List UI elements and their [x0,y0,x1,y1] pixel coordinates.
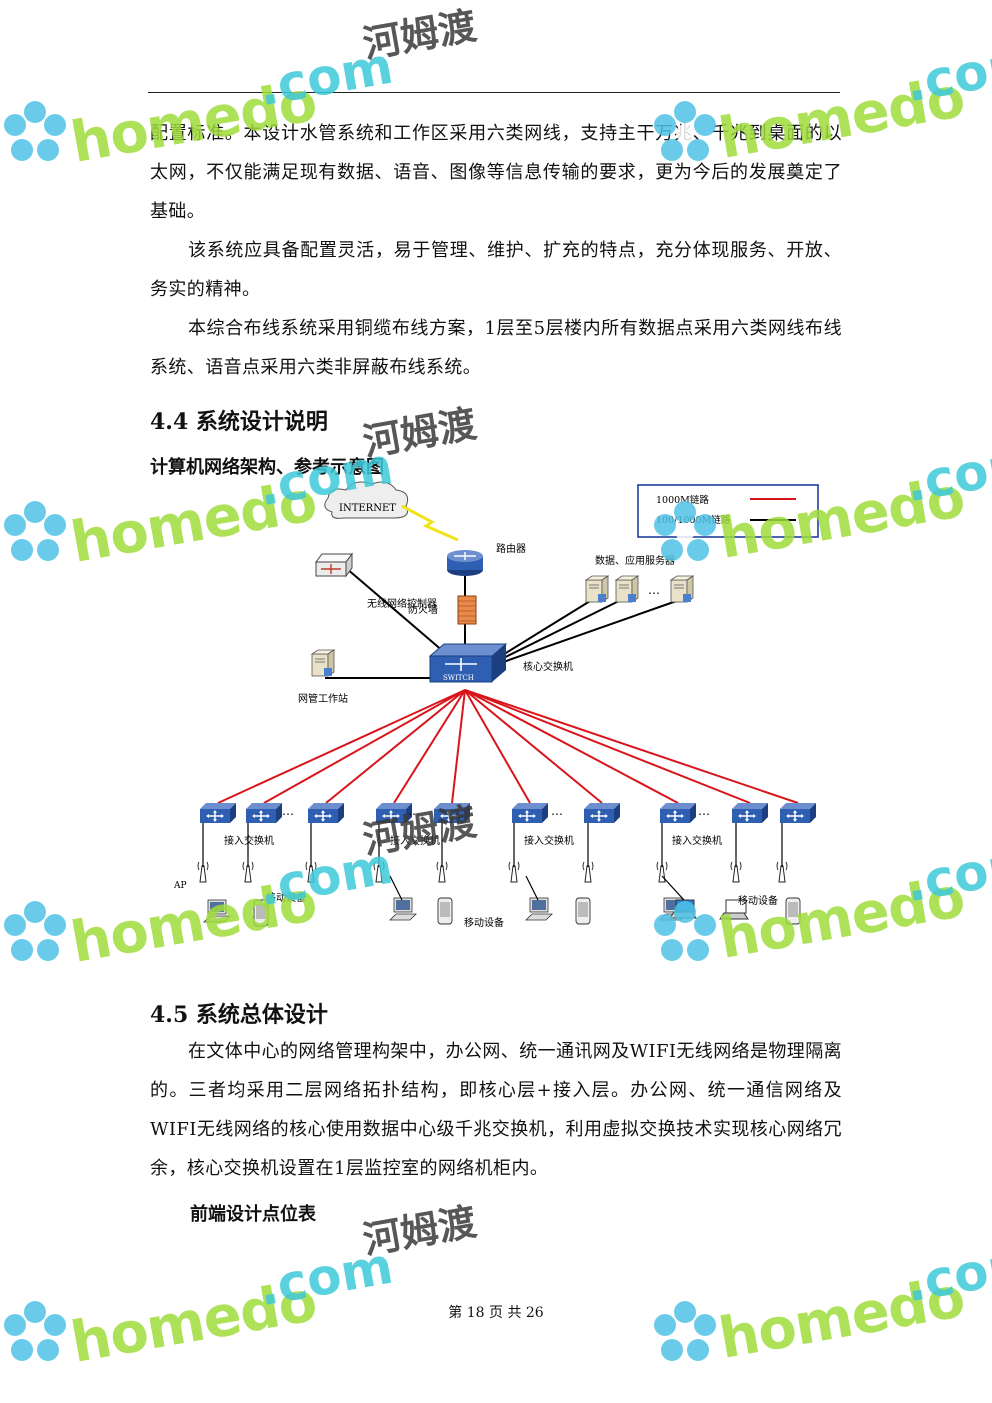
wireless-controller-label: 无线网络控制器 [367,597,437,610]
access-ellipsis-3: … [551,804,563,818]
laptop-base [669,911,697,919]
uplink-1 [217,689,466,804]
access-switch-icon-4 [375,802,413,824]
core-switch-badge: SWITCH [443,674,474,682]
firewall-label: 防火墙 [408,603,438,616]
watermark-domain: .com [253,36,398,118]
servers-label: 数据、应用服务器 [595,554,675,567]
access-ellipsis-1: … [282,804,294,818]
server-icon-3 [670,575,694,603]
mobile-label-2: 移动设备 [464,916,504,929]
access-switch-icon-10 [779,802,817,824]
wireless-controller-side [345,552,353,578]
ap-icon-4 [373,861,385,883]
laptop-icon [675,899,695,913]
watermark-domain: .com [900,32,992,114]
mobile-device-icon-2 [437,897,453,925]
uplink-2 [263,689,466,804]
uplink-3 [325,689,466,804]
uplink-9 [464,689,751,804]
ap-icon-2 [242,861,254,883]
body-paragraph-3: 本综合布线系统采用铜缆布线方案，1层至5层楼内所有数据点采用六类网线布线系统、语… [150,318,842,378]
core-switch-side [492,644,506,682]
uplink-4 [393,689,466,804]
router-arrows [454,552,476,560]
ap-icon-7 [582,861,594,883]
mobile-device-icon-4 [785,897,801,925]
access-switch-icon-7 [583,802,621,824]
body-paragraph-2: 该系统应具备配置灵活，易于管理、维护、扩充的特点，充分体现服务、开放、务实的精神… [150,240,842,300]
page-number: 第 18 页 共 26 [448,1305,544,1321]
pc-icon-2 [389,897,417,921]
watermark-domain: .com [900,432,992,514]
watermark-flower-icon [4,101,66,161]
watermark-cn: 河姆渡 [359,1199,480,1263]
router-label: 路由器 [496,542,526,555]
legend-100m-label: 100/1000M链路 [656,514,731,526]
access-ellipsis-4: … [698,804,710,818]
legend-1000m-label: 1000M链路 [656,494,709,506]
uplink-10 [464,689,799,804]
laptop-base-2 [719,912,749,920]
watermark-flower-icon [4,501,66,561]
internet-label: INTERNET [339,503,396,514]
access-switch-icon-8 [659,802,697,824]
access-ellipsis-2: … [408,804,420,818]
nms-workstation-icon [311,649,335,677]
diagram-caption: 计算机网络架构、参考示意图 [150,457,384,478]
section-45-paragraph: 在文体中心的网络管理构架中，办公网、统一通讯网及WIFI无线网络是物理隔离的。三… [150,1041,843,1179]
access-switch-icon-2 [245,802,283,824]
access-switch-label-4: 接入交换机 [672,834,722,847]
body-paragraph-1: 配置标准。本设计水管系统和工作区采用六类网线，支持主干万兆、千兆到桌面的以太网，… [150,123,842,222]
core-switch-arrows [445,658,477,671]
ap-icon-10 [776,861,788,883]
pc-link-1 [389,875,403,901]
watermark-flower-icon [4,901,66,961]
access-switch-icon-5 [433,802,471,824]
ap-label: AP [173,881,187,891]
server-icon-1 [585,575,609,603]
header-rule [148,92,840,93]
legend-box [637,484,819,538]
access-switch-icon-6 [511,802,549,824]
uplink-8 [464,689,679,804]
internet-cloud-icon [324,481,409,519]
firewall-icon [457,595,477,625]
watermark-cn: 河姆渡 [359,3,480,67]
table-caption: 前端设计点位表 [190,1204,316,1225]
pc-icon-3 [525,897,553,921]
mobile-label-3: 移动设备 [738,894,778,907]
ap-icon-9 [730,861,742,883]
watermark-brand: homedo [66,1269,321,1376]
laptop-link [661,875,685,901]
ap-icon-3 [305,861,317,883]
ap-icon-1 [197,861,209,883]
access-switch-icon-9 [731,802,769,824]
uplink-5 [451,689,466,804]
access-switch-label-2: 接入交换机 [390,834,440,847]
mobile-device-icon-3 [575,897,591,925]
mobile-label-1: 移动设备 [266,891,306,904]
access-switch-icon-3 [307,802,345,824]
watermark-domain: .com [900,832,992,914]
section-heading-4-5: 4.5 系统总体设计 [150,1002,328,1028]
access-switch-icon-1 [199,802,237,824]
nms-label: 网管工作站 [298,692,348,705]
wan-link-icon [401,504,459,542]
uplink-7 [464,689,603,804]
ap-icon-6 [508,861,520,883]
uplink-6 [464,689,531,804]
wireless-controller-mark [321,564,341,574]
access-switch-label-1: 接入交换机 [224,834,274,847]
core-switch-label: 核心交换机 [523,660,573,673]
link-server-3 [474,597,686,673]
access-switch-label-3: 接入交换机 [524,834,574,847]
servers-ellipsis: … [648,583,660,597]
server-icon-2 [615,575,639,603]
pc-link-2 [525,875,539,901]
ap-icon-5 [436,861,448,883]
network-diagram: … SWITCH … … … … 无线网络控制器 防火墙 路由器 数据、应用服务器 核心交… [173,481,819,929]
pc-icon-1 [203,899,231,923]
section-heading-4-4: 4.4 系统设计说明 [150,409,328,435]
